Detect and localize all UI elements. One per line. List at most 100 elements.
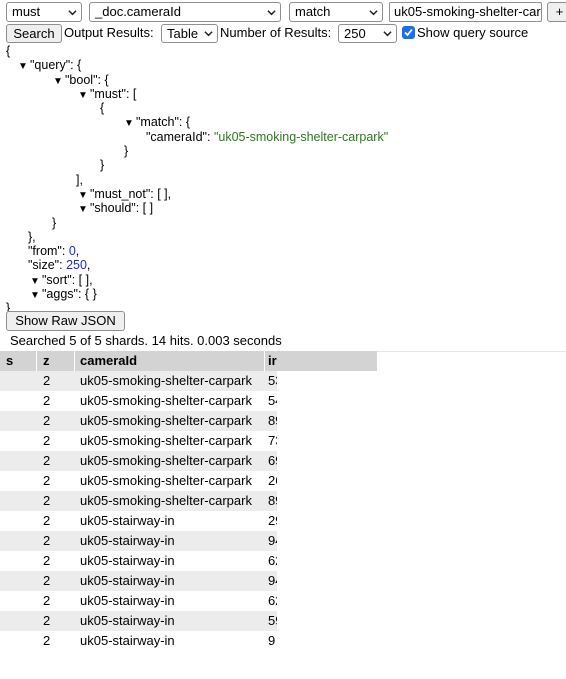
cell-z: 2 bbox=[43, 513, 51, 528]
cell-z: 2 bbox=[43, 553, 51, 568]
json-line: ▼"match": { bbox=[6, 115, 388, 129]
chevron-down-icon bbox=[369, 10, 378, 16]
cell-ir: 94 bbox=[268, 533, 277, 548]
add-clause-label: + bbox=[555, 4, 564, 19]
column-header-ir[interactable]: ir bbox=[268, 353, 277, 368]
collapse-triangle-icon[interactable]: ▼ bbox=[78, 89, 88, 101]
field-select[interactable]: _doc.cameraId bbox=[89, 2, 281, 22]
cell-z: 2 bbox=[43, 433, 51, 448]
cell-cameraid: uk05-smoking-shelter-carpark bbox=[80, 393, 252, 408]
add-clause-button[interactable]: + bbox=[547, 2, 566, 22]
query-value-text: uk05-smoking-shelter-carpark bbox=[394, 4, 541, 19]
table-row[interactable]: 2 uk05-stairway-in 9 bbox=[0, 631, 277, 651]
table-row[interactable]: 2 uk05-smoking-shelter-carpark 73 bbox=[0, 431, 277, 451]
cell-cameraid: uk05-smoking-shelter-carpark bbox=[80, 433, 252, 448]
collapse-triangle-icon[interactable]: ▼ bbox=[30, 290, 40, 302]
cell-z: 2 bbox=[43, 633, 51, 648]
cell-ir: 62 bbox=[268, 553, 277, 568]
show-query-source-label: Show query source bbox=[417, 25, 529, 40]
collapse-triangle-icon[interactable]: ▼ bbox=[78, 189, 88, 201]
column-header-cameraid[interactable]: cameraId bbox=[80, 353, 138, 368]
json-line: ▼"must_not": [ ], bbox=[6, 187, 388, 201]
output-format-value: Table bbox=[167, 26, 199, 41]
show-raw-json-label: Show Raw JSON bbox=[15, 313, 116, 328]
table-row[interactable]: 2 uk05-smoking-shelter-carpark 54 bbox=[0, 391, 277, 411]
cell-cameraid: uk05-smoking-shelter-carpark bbox=[80, 453, 252, 468]
cell-ir: 29 bbox=[268, 513, 277, 528]
field-value: _doc.cameraId bbox=[95, 4, 181, 19]
json-line: ], bbox=[76, 172, 83, 187]
table-row[interactable]: 2 uk05-smoking-shelter-carpark 53 bbox=[0, 371, 277, 391]
number-of-results-select[interactable]: 250 bbox=[338, 24, 397, 43]
table-row[interactable]: 2 uk05-stairway-in 62 bbox=[0, 551, 277, 571]
table-row[interactable]: 2 uk05-stairway-in 29 bbox=[0, 511, 277, 531]
bool-type-select[interactable]: must bbox=[6, 2, 82, 22]
cell-z: 2 bbox=[43, 473, 51, 488]
cell-cameraid: uk05-stairway-in bbox=[80, 533, 175, 548]
chevron-down-icon bbox=[383, 31, 392, 37]
json-line: { bbox=[100, 101, 105, 116]
table-row[interactable]: 2 uk05-smoking-shelter-carpark 89 bbox=[0, 491, 277, 511]
search-button[interactable]: Search bbox=[6, 24, 62, 43]
cell-z: 2 bbox=[43, 593, 51, 608]
json-line: ▼"bool": { bbox=[6, 73, 388, 87]
cell-cameraid: uk05-stairway-in bbox=[80, 613, 175, 628]
cell-ir: 89 bbox=[268, 493, 277, 508]
table-row[interactable]: 2 uk05-smoking-shelter-carpark 26 bbox=[0, 471, 277, 491]
output-results-label: Output Results: bbox=[64, 25, 154, 40]
table-row[interactable]: 2 uk05-stairway-in 94 bbox=[0, 571, 277, 591]
cell-cameraid: uk05-smoking-shelter-carpark bbox=[80, 473, 252, 488]
chevron-down-icon bbox=[68, 10, 77, 16]
show-raw-json-button[interactable]: Show Raw JSON bbox=[6, 311, 125, 331]
cell-ir: 62 bbox=[268, 593, 277, 608]
cell-ir: 53 bbox=[268, 373, 277, 388]
column-header-s[interactable]: s bbox=[6, 353, 14, 368]
collapse-triangle-icon[interactable]: ▼ bbox=[30, 275, 40, 287]
table-row[interactable]: 2 uk05-stairway-in 94 bbox=[0, 531, 277, 551]
collapse-triangle-icon[interactable]: ▼ bbox=[53, 75, 63, 87]
cell-z: 2 bbox=[43, 453, 51, 468]
json-line: ▼"sort": [ ], bbox=[6, 273, 388, 287]
collapse-triangle-icon[interactable]: ▼ bbox=[78, 204, 88, 216]
search-button-label: Search bbox=[13, 26, 55, 41]
cell-cameraid: uk05-stairway-in bbox=[80, 633, 175, 648]
results-table-body: 2 uk05-smoking-shelter-carpark 53 2 uk05… bbox=[0, 371, 277, 651]
json-line: "from": 0, bbox=[28, 244, 80, 259]
cell-cameraid: uk05-stairway-in bbox=[80, 513, 175, 528]
chevron-down-icon bbox=[204, 31, 213, 37]
cell-z: 2 bbox=[43, 493, 51, 508]
table-row[interactable]: 2 uk05-stairway-in 59 bbox=[0, 611, 277, 631]
operator-select[interactable]: match bbox=[289, 2, 383, 22]
query-value-input[interactable]: uk05-smoking-shelter-carpark bbox=[389, 2, 542, 22]
json-line: } bbox=[6, 301, 11, 316]
cell-cameraid: uk05-smoking-shelter-carpark bbox=[80, 413, 252, 428]
collapse-triangle-icon[interactable]: ▼ bbox=[18, 61, 28, 73]
cell-ir: 9 bbox=[268, 633, 276, 648]
cell-ir: 69 bbox=[268, 453, 277, 468]
output-format-select[interactable]: Table bbox=[161, 24, 218, 43]
table-row[interactable]: 2 uk05-smoking-shelter-carpark 89 bbox=[0, 411, 277, 431]
table-row[interactable]: 2 uk05-smoking-shelter-carpark 69 bbox=[0, 451, 277, 471]
chevron-down-icon bbox=[267, 10, 276, 16]
number-of-results-label: Number of Results: bbox=[220, 25, 332, 40]
cell-ir: 94 bbox=[268, 573, 277, 588]
checkmark-icon bbox=[404, 28, 413, 37]
json-number-value: 0 bbox=[68, 244, 76, 259]
json-line: { bbox=[6, 44, 11, 58]
show-query-source-checkbox[interactable] bbox=[402, 26, 415, 39]
query-source-json: { ▼"query": { ▼"bool": { ▼"must": [ { ▼"… bbox=[6, 44, 388, 316]
results-table-header: s z cameraId ir bbox=[0, 351, 566, 371]
cell-z: 2 bbox=[43, 613, 51, 628]
json-line: ▼"should": [ ] bbox=[6, 201, 388, 215]
cell-z: 2 bbox=[43, 413, 51, 428]
json-line: ▼"must": [ bbox=[6, 87, 388, 101]
cell-z: 2 bbox=[43, 393, 51, 408]
cell-ir: 73 bbox=[268, 433, 277, 448]
column-header-z[interactable]: z bbox=[43, 353, 50, 368]
cell-cameraid: uk05-stairway-in bbox=[80, 553, 175, 568]
search-status-text: Searched 5 of 5 shards. 14 hits. 0.003 s… bbox=[10, 333, 282, 348]
collapse-triangle-icon[interactable]: ▼ bbox=[124, 118, 134, 130]
table-row[interactable]: 2 uk05-stairway-in 62 bbox=[0, 591, 277, 611]
json-line: "size": 250, bbox=[28, 258, 91, 273]
cell-ir: 54 bbox=[268, 393, 277, 408]
